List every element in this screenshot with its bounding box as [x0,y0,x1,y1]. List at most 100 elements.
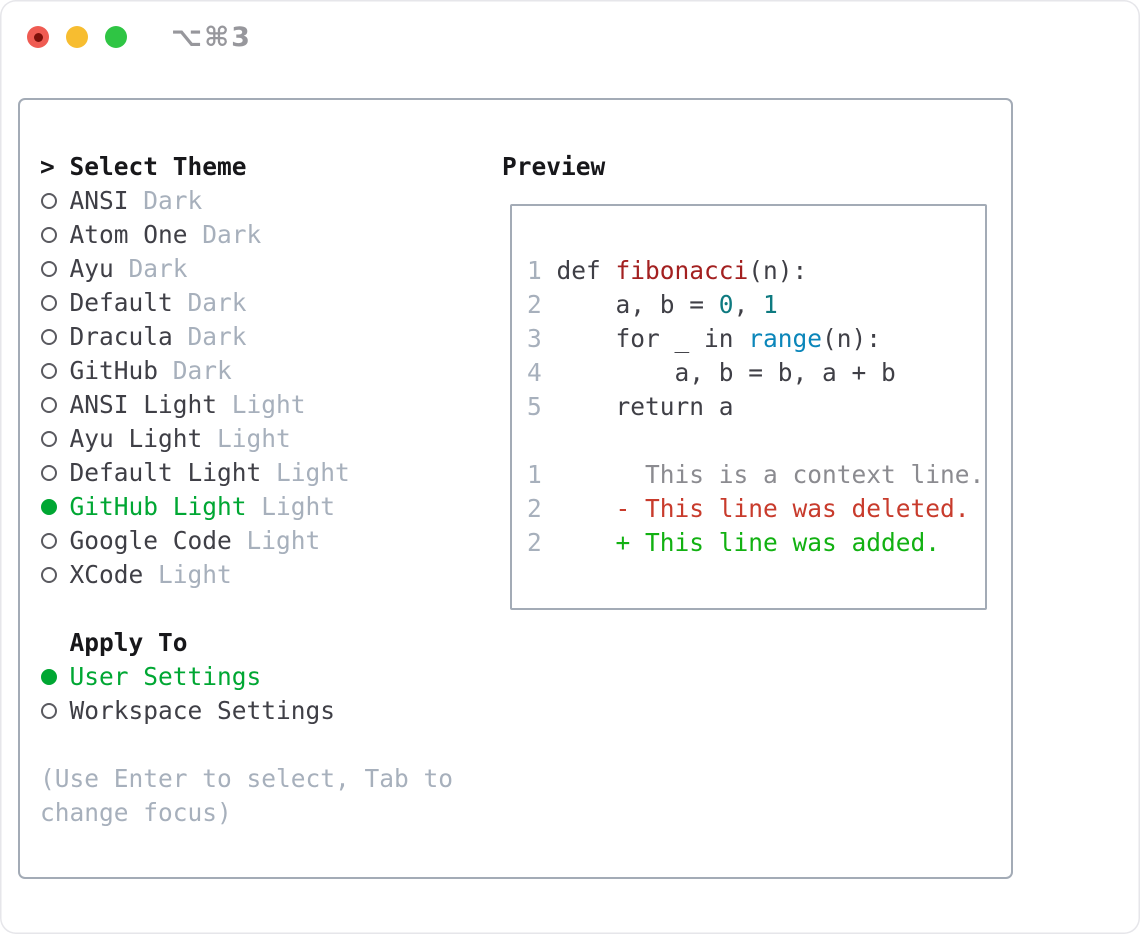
radio-icon [40,354,70,388]
apply-to-header: Apply To [40,626,453,660]
titlebar: ⌥⌘3 [0,0,1140,74]
radio-icon [40,524,70,558]
radio-icon [40,320,70,354]
line-number: 2 [527,290,542,319]
theme-name: Ayu [69,254,114,283]
code-line [527,424,985,458]
code-segment: 0 [718,290,734,319]
theme-option-default[interactable]: Default Dark [40,286,453,320]
theme-variant: Dark [172,322,247,351]
line-number: 1 [527,460,542,489]
radio-icon [40,558,70,592]
close-button-icon[interactable] [27,26,49,48]
spacer [40,728,453,762]
apply-to-header-label: Apply To [69,628,188,657]
theme-name: GitHub [69,356,159,385]
theme-option-ansi[interactable]: ANSI Dark [40,184,453,218]
theme-variant: Light [261,458,350,487]
code-segment: for _ in [556,324,749,353]
theme-option-github-light[interactable]: GitHub Light Light [40,490,453,524]
radio-icon [40,660,70,694]
theme-option-ansi-light[interactable]: ANSI Light Light [40,388,453,422]
theme-name: GitHub Light [69,492,247,521]
radio-icon [40,456,70,490]
theme-name: Google Code [69,526,232,555]
radio-icon [40,218,70,252]
theme-option-xcode[interactable]: XCode Light [40,558,453,592]
radio-icon [40,286,70,320]
select-theme-header-label: Select Theme [69,152,247,181]
line-number: 3 [527,324,542,353]
theme-option-github[interactable]: GitHub Dark [40,354,453,388]
theme-variant: Light [202,424,291,453]
theme-name: XCode [69,560,144,589]
line-number: 2 [527,528,542,557]
line-number: 4 [527,358,542,387]
radio-icon [40,694,70,728]
code-line: 3 for _ in range(n): [527,322,985,356]
code-segment: (n): [822,324,882,353]
window-title: ⌥⌘3 [171,21,252,53]
apply-option-workspace-settings[interactable]: Workspace Settings [40,694,453,728]
code-segment: return a [556,392,734,421]
line-number: 2 [527,494,542,523]
preview-header: Preview [502,152,606,181]
apply-option-user-settings[interactable]: User Settings [40,660,453,694]
code-line: 1 This is a context line. [527,458,985,492]
code-segment: (n): [748,256,808,285]
theme-option-dracula[interactable]: Dracula Dark [40,320,453,354]
line-number: 5 [527,392,542,421]
code-segment: + This line was added. [556,528,941,557]
radio-icon [40,252,70,286]
radio-icon [40,490,70,524]
line-number: 1 [527,256,542,285]
radio-icon [40,422,70,456]
radio-icon [40,184,70,218]
theme-option-atom-one[interactable]: Atom One Dark [40,218,453,252]
theme-option-default-light[interactable]: Default Light Light [40,456,453,490]
code-line: 4 a, b = b, a + b [527,356,985,390]
theme-variant: Dark [158,356,232,385]
theme-variant: Light [217,390,306,419]
theme-name: Default [69,288,173,317]
zoom-button-icon[interactable] [105,26,127,48]
code-segment: 1 [763,290,778,319]
theme-name: ANSI [69,186,129,215]
spacer [40,592,453,626]
keyboard-hint-line-1: (Use Enter to select, Tab to [40,764,454,793]
code-line: 2 + This line was added. [527,526,985,560]
apply-option-label: Workspace Settings [69,696,336,725]
code-segment: - This line was deleted. [556,494,970,523]
theme-variant: Dark [113,254,188,283]
theme-variant: Dark [128,186,203,215]
select-theme-header: > Select Theme [40,150,453,184]
theme-variant: Light [231,526,321,555]
minimize-button-icon[interactable] [66,26,88,48]
theme-variant: Light [143,560,232,589]
theme-name: Ayu Light [69,424,203,453]
theme-name: Atom One [69,220,188,249]
keyboard-hint-line-2: change focus) [40,798,232,827]
theme-variant: Dark [187,220,262,249]
theme-option-ayu-light[interactable]: Ayu Light Light [40,422,453,456]
theme-variant: Light [246,492,336,521]
focus-caret-icon: > [40,152,55,181]
code-segment: def [556,256,616,285]
theme-variant: Dark [172,288,247,317]
code-segment: , [733,290,764,319]
code-segment: a, b = b, a + b [556,358,896,387]
theme-name: Default Light [69,458,262,487]
radio-icon [40,388,70,422]
code-segment: a, b = [556,290,719,319]
theme-name: Dracula [69,322,173,351]
code-segment: This is a context line. [556,460,985,489]
theme-option-google-code[interactable]: Google Code Light [40,524,453,558]
theme-option-ayu[interactable]: Ayu Dark [40,252,453,286]
